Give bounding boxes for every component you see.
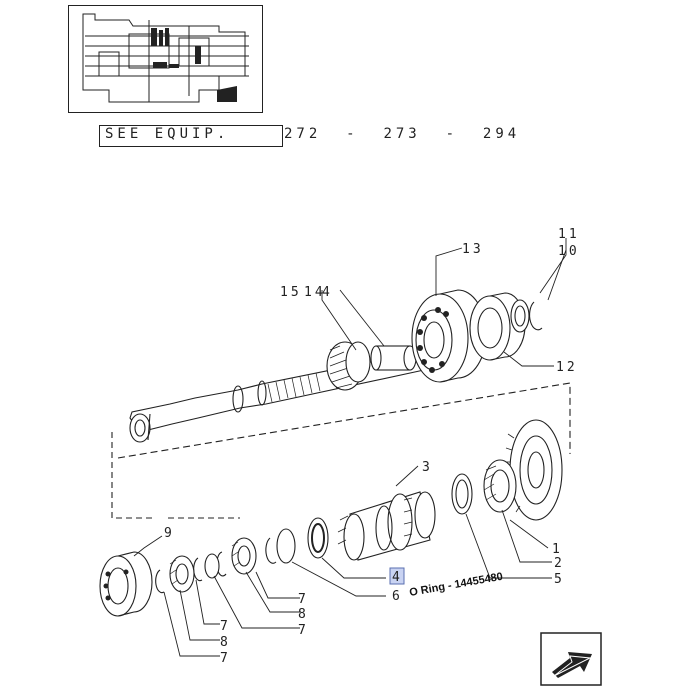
leader-frame-left [111, 432, 156, 519]
callout-1[interactable]: 1 [552, 542, 563, 557]
equip-code: 294 [482, 126, 521, 142]
assembly-thumbnail [68, 5, 263, 113]
callout-13[interactable]: 13 [462, 242, 484, 257]
ring-6 [276, 528, 296, 564]
callout-15[interactable]: 15 [280, 285, 302, 300]
next-page-button[interactable] [540, 632, 602, 686]
callout-7[interactable]: 7 [220, 619, 231, 634]
callout-7[interactable]: 7 [298, 623, 309, 638]
leader-lines [133, 238, 567, 657]
equip-code: 273 [383, 126, 421, 142]
thumbnail-drawing [82, 13, 249, 103]
input-shaft [129, 341, 425, 443]
circlip-10 [529, 301, 543, 331]
callout-3[interactable]: 3 [422, 460, 433, 475]
circlip-7e [155, 569, 165, 594]
next-page-arrow-icon [540, 632, 602, 686]
callout-6[interactable]: 6 [392, 589, 403, 604]
ring-7c [204, 553, 220, 579]
callout-7[interactable]: 7 [298, 592, 309, 607]
equip-separator: - [445, 126, 459, 142]
callout-9[interactable]: 9 [164, 526, 175, 541]
callout-10[interactable]: 10 [558, 244, 580, 259]
bearing-9 [99, 551, 153, 617]
hub-3 [337, 491, 436, 561]
callout-8[interactable]: 8 [298, 607, 309, 622]
callout-5[interactable]: 5 [554, 572, 565, 587]
see-equip-box [99, 125, 283, 147]
equip-codes: 272 - 273 - 294 [284, 126, 520, 142]
equip-code: 272 [284, 126, 322, 142]
callout-14[interactable]: 14 [304, 285, 326, 300]
callout-12[interactable]: 12 [556, 360, 578, 375]
callout-11[interactable]: 11 [558, 227, 580, 242]
callout-4-top[interactable]: 4 [322, 285, 333, 300]
needle-bearing-2 [483, 459, 517, 513]
ring-5 [451, 473, 473, 515]
callout-2[interactable]: 2 [554, 556, 565, 571]
callout-4[interactable]: 4 [392, 570, 403, 585]
needle-bearing-8b [169, 555, 195, 593]
o-ring-note: O Ring - 14455480 [408, 571, 503, 599]
callout-4-highlight [389, 567, 405, 585]
circlip-7d [193, 557, 203, 582]
equip-separator: - [346, 126, 359, 142]
ring-11 [510, 299, 530, 333]
callout-8[interactable]: 8 [220, 635, 231, 650]
circlip-7a [265, 537, 277, 564]
callout-7[interactable]: 7 [220, 651, 231, 666]
see-equip-label: SEE EQUIP. [105, 126, 230, 142]
needle-bearing-8a [231, 537, 257, 575]
